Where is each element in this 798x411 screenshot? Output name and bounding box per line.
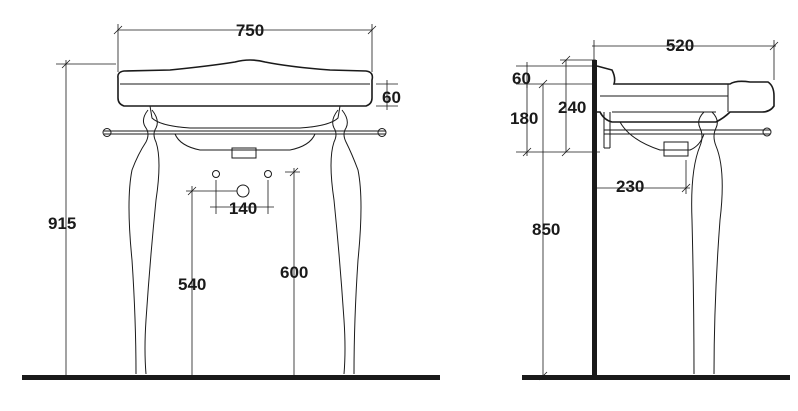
front-outlet-spacing-dimension [210, 180, 274, 214]
front-rail-knob-left [102, 128, 112, 137]
front-supply-hole-right [264, 170, 272, 178]
side-top-label: 240 [558, 98, 586, 117]
front-rail-knob-right [377, 128, 387, 137]
side-bowl-label: 180 [510, 109, 538, 128]
front-bowl-depth-label: 60 [382, 88, 401, 107]
front-basin-body [149, 105, 341, 129]
front-outlet-spacing-label: 140 [229, 199, 257, 218]
front-supply-hole-left [212, 170, 220, 178]
side-rim-label: 60 [512, 69, 531, 88]
side-basin-outline [596, 65, 775, 123]
side-rail-bracket [603, 112, 611, 149]
front-support-rail [104, 130, 386, 135]
side-drain-box [663, 141, 689, 157]
side-depth-dimension [592, 40, 776, 80]
front-width-dimension [117, 24, 373, 72]
side-height-label: 850 [532, 220, 560, 239]
side-rail-end [762, 127, 772, 137]
side-wall-offset-label: 230 [616, 177, 644, 196]
front-right-leg [330, 109, 362, 375]
side-leg [691, 111, 723, 375]
front-drain-height-dimension [186, 186, 237, 375]
front-bowl-depth-dimension [376, 80, 398, 110]
front-under-bowl [174, 133, 316, 151]
side-basin-inner [600, 84, 729, 113]
front-overall-height-label: 915 [48, 214, 76, 233]
front-supply-height-label: 600 [280, 263, 308, 282]
front-basin-top [117, 59, 374, 107]
side-wall [592, 60, 597, 380]
side-basin-bowl [619, 121, 705, 151]
front-width-label: 750 [236, 21, 264, 40]
front-drain-box [231, 147, 257, 159]
side-support-rail [604, 129, 770, 135]
front-left-leg [128, 109, 160, 375]
side-floor-line [522, 375, 790, 380]
side-view: 520 60 180 240 850 230 [510, 36, 790, 381]
front-floor-line [22, 375, 440, 380]
front-view: 750 60 915 540 600 140 [22, 21, 440, 380]
front-drain-hole [236, 184, 250, 198]
side-depth-label: 520 [666, 36, 694, 55]
front-drain-height-label: 540 [178, 275, 206, 294]
front-supply-height-dimension [285, 168, 300, 375]
side-bowl-dimension [516, 84, 600, 156]
side-rim-dimension [516, 62, 596, 88]
